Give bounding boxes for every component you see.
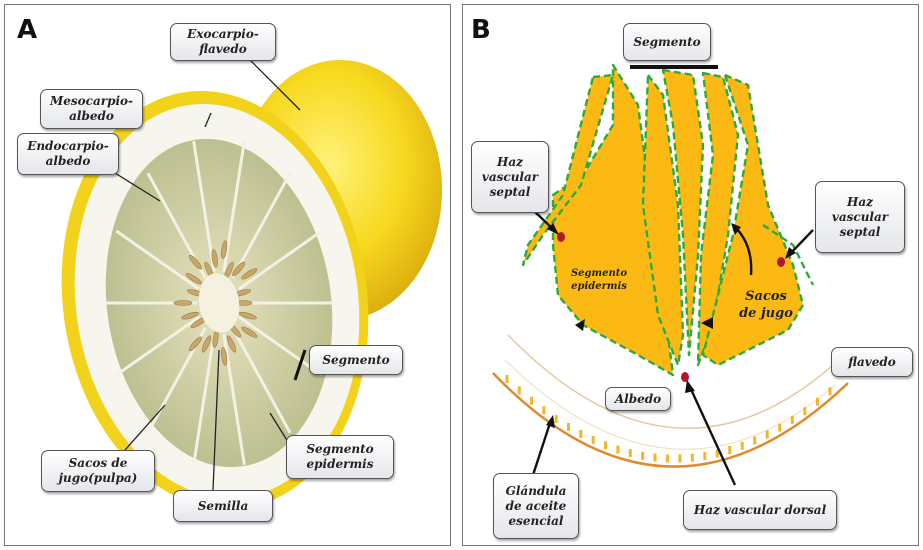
label-glandula: Glándula de aceite esencial [493,473,579,539]
vascular-bundle-dorsal [681,372,689,382]
panel-b: B [462,4,919,546]
label-haz-dorsal: Haz vascular dorsal [683,490,837,530]
label-exocarp: Exocarpio- flavedo [170,23,276,61]
label-albedo: Albedo [605,387,671,411]
label-haz-septal-right: Haz vascular septal [815,181,905,253]
label-flavedo: flavedo [831,347,913,377]
segment-diagram [463,5,919,546]
label-segment: Segmento [309,345,403,375]
label-endocarp: Endocarpio- albedo [17,133,119,175]
arrow-glandula [533,420,551,475]
arrow-haz-dorsal [689,385,735,485]
vascular-bundle-right [777,257,785,267]
label-segment-epidermis: Segmento epidermis [286,435,394,479]
label-mesocarp: Mesocarpio- albedo [40,89,143,129]
arrowhead-haz-dorsal [685,380,695,393]
label-juice-sacs: Sacos de jugo(pulpa) [41,450,155,492]
label-haz-septal-left: Haz vascular septal [471,141,549,213]
label-segment-b: Segmento [623,23,711,61]
panel-a: A [4,4,451,546]
text-segment-epidermis: Segmento epidermis [559,267,639,293]
label-seed: Semilla [173,490,273,522]
seed [174,301,192,306]
text-juice-sacs: Sacos de jugo [731,288,801,322]
flavedo-line [493,373,848,467]
